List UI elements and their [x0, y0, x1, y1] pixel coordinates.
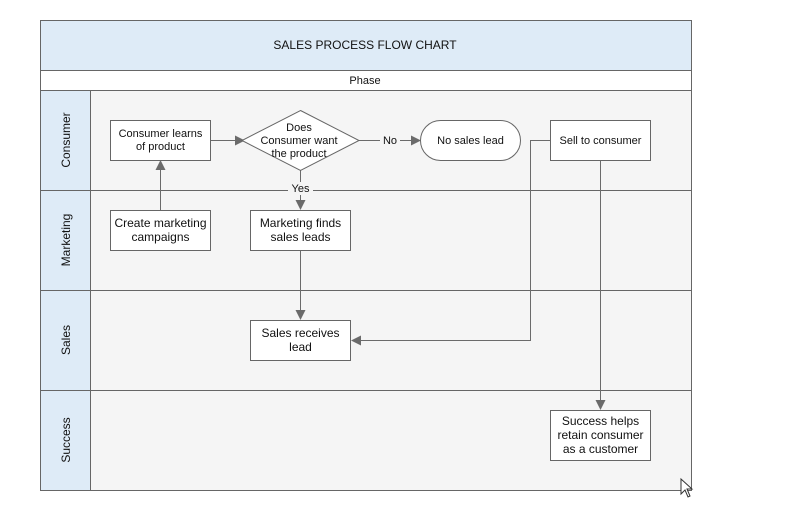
node-consumer-learns-line1: Consumer learns	[119, 128, 203, 140]
node-marketing-finds-line1: Marketing finds	[260, 216, 341, 230]
node-success-helps-line1: Success helps	[562, 414, 639, 428]
node-create-campaigns-line2: campaigns	[131, 230, 189, 244]
node-success-helps-line2: retain consumer	[557, 428, 643, 442]
node-consumer-learns[interactable]	[110, 120, 211, 161]
node-decision-line2: Consumer want	[260, 135, 337, 147]
cursor-icon	[680, 477, 694, 498]
node-success-helps[interactable]	[550, 410, 651, 461]
lane-label-marketing: Marketing	[59, 214, 73, 267]
edge-label-bg	[288, 182, 313, 195]
lane-label-sales: Sales	[59, 325, 73, 355]
node-consumer-learns-line2: of product	[136, 141, 185, 153]
node-decision-line1: Does	[286, 122, 312, 134]
node-sell-to-consumer[interactable]	[550, 120, 651, 161]
node-sales-receives-line2: lead	[289, 340, 312, 354]
edge-label-yes: Yes	[292, 183, 310, 195]
phase-label: Phase	[349, 75, 380, 87]
node-sales-receives[interactable]	[250, 320, 351, 361]
edge-label-no: No	[383, 135, 397, 147]
chart-title: SALES PROCESS FLOW CHART	[273, 38, 457, 52]
node-decision-diamond[interactable]	[240, 109, 361, 172]
title-band	[40, 20, 692, 71]
node-decision-line3: the product	[271, 148, 326, 160]
lane-label-success: Success	[59, 417, 73, 462]
node-marketing-finds-line2: sales leads	[270, 230, 330, 244]
node-create-campaigns[interactable]	[110, 210, 211, 251]
node-sell-to-consumer-label: Sell to consumer	[560, 135, 642, 147]
node-no-sales-lead[interactable]	[420, 120, 521, 161]
lane-label-consumer: Consumer	[59, 112, 73, 167]
connector-sell-to-sales	[351, 140, 550, 346]
edge-label-bg	[380, 133, 400, 147]
node-no-sales-lead-label: No sales lead	[437, 135, 504, 147]
node-create-campaigns-line1: Create marketing	[114, 216, 206, 230]
node-sales-receives-line1: Sales receives	[261, 326, 339, 340]
node-success-helps-line3: as a customer	[563, 442, 638, 456]
node-marketing-finds[interactable]	[250, 210, 351, 251]
